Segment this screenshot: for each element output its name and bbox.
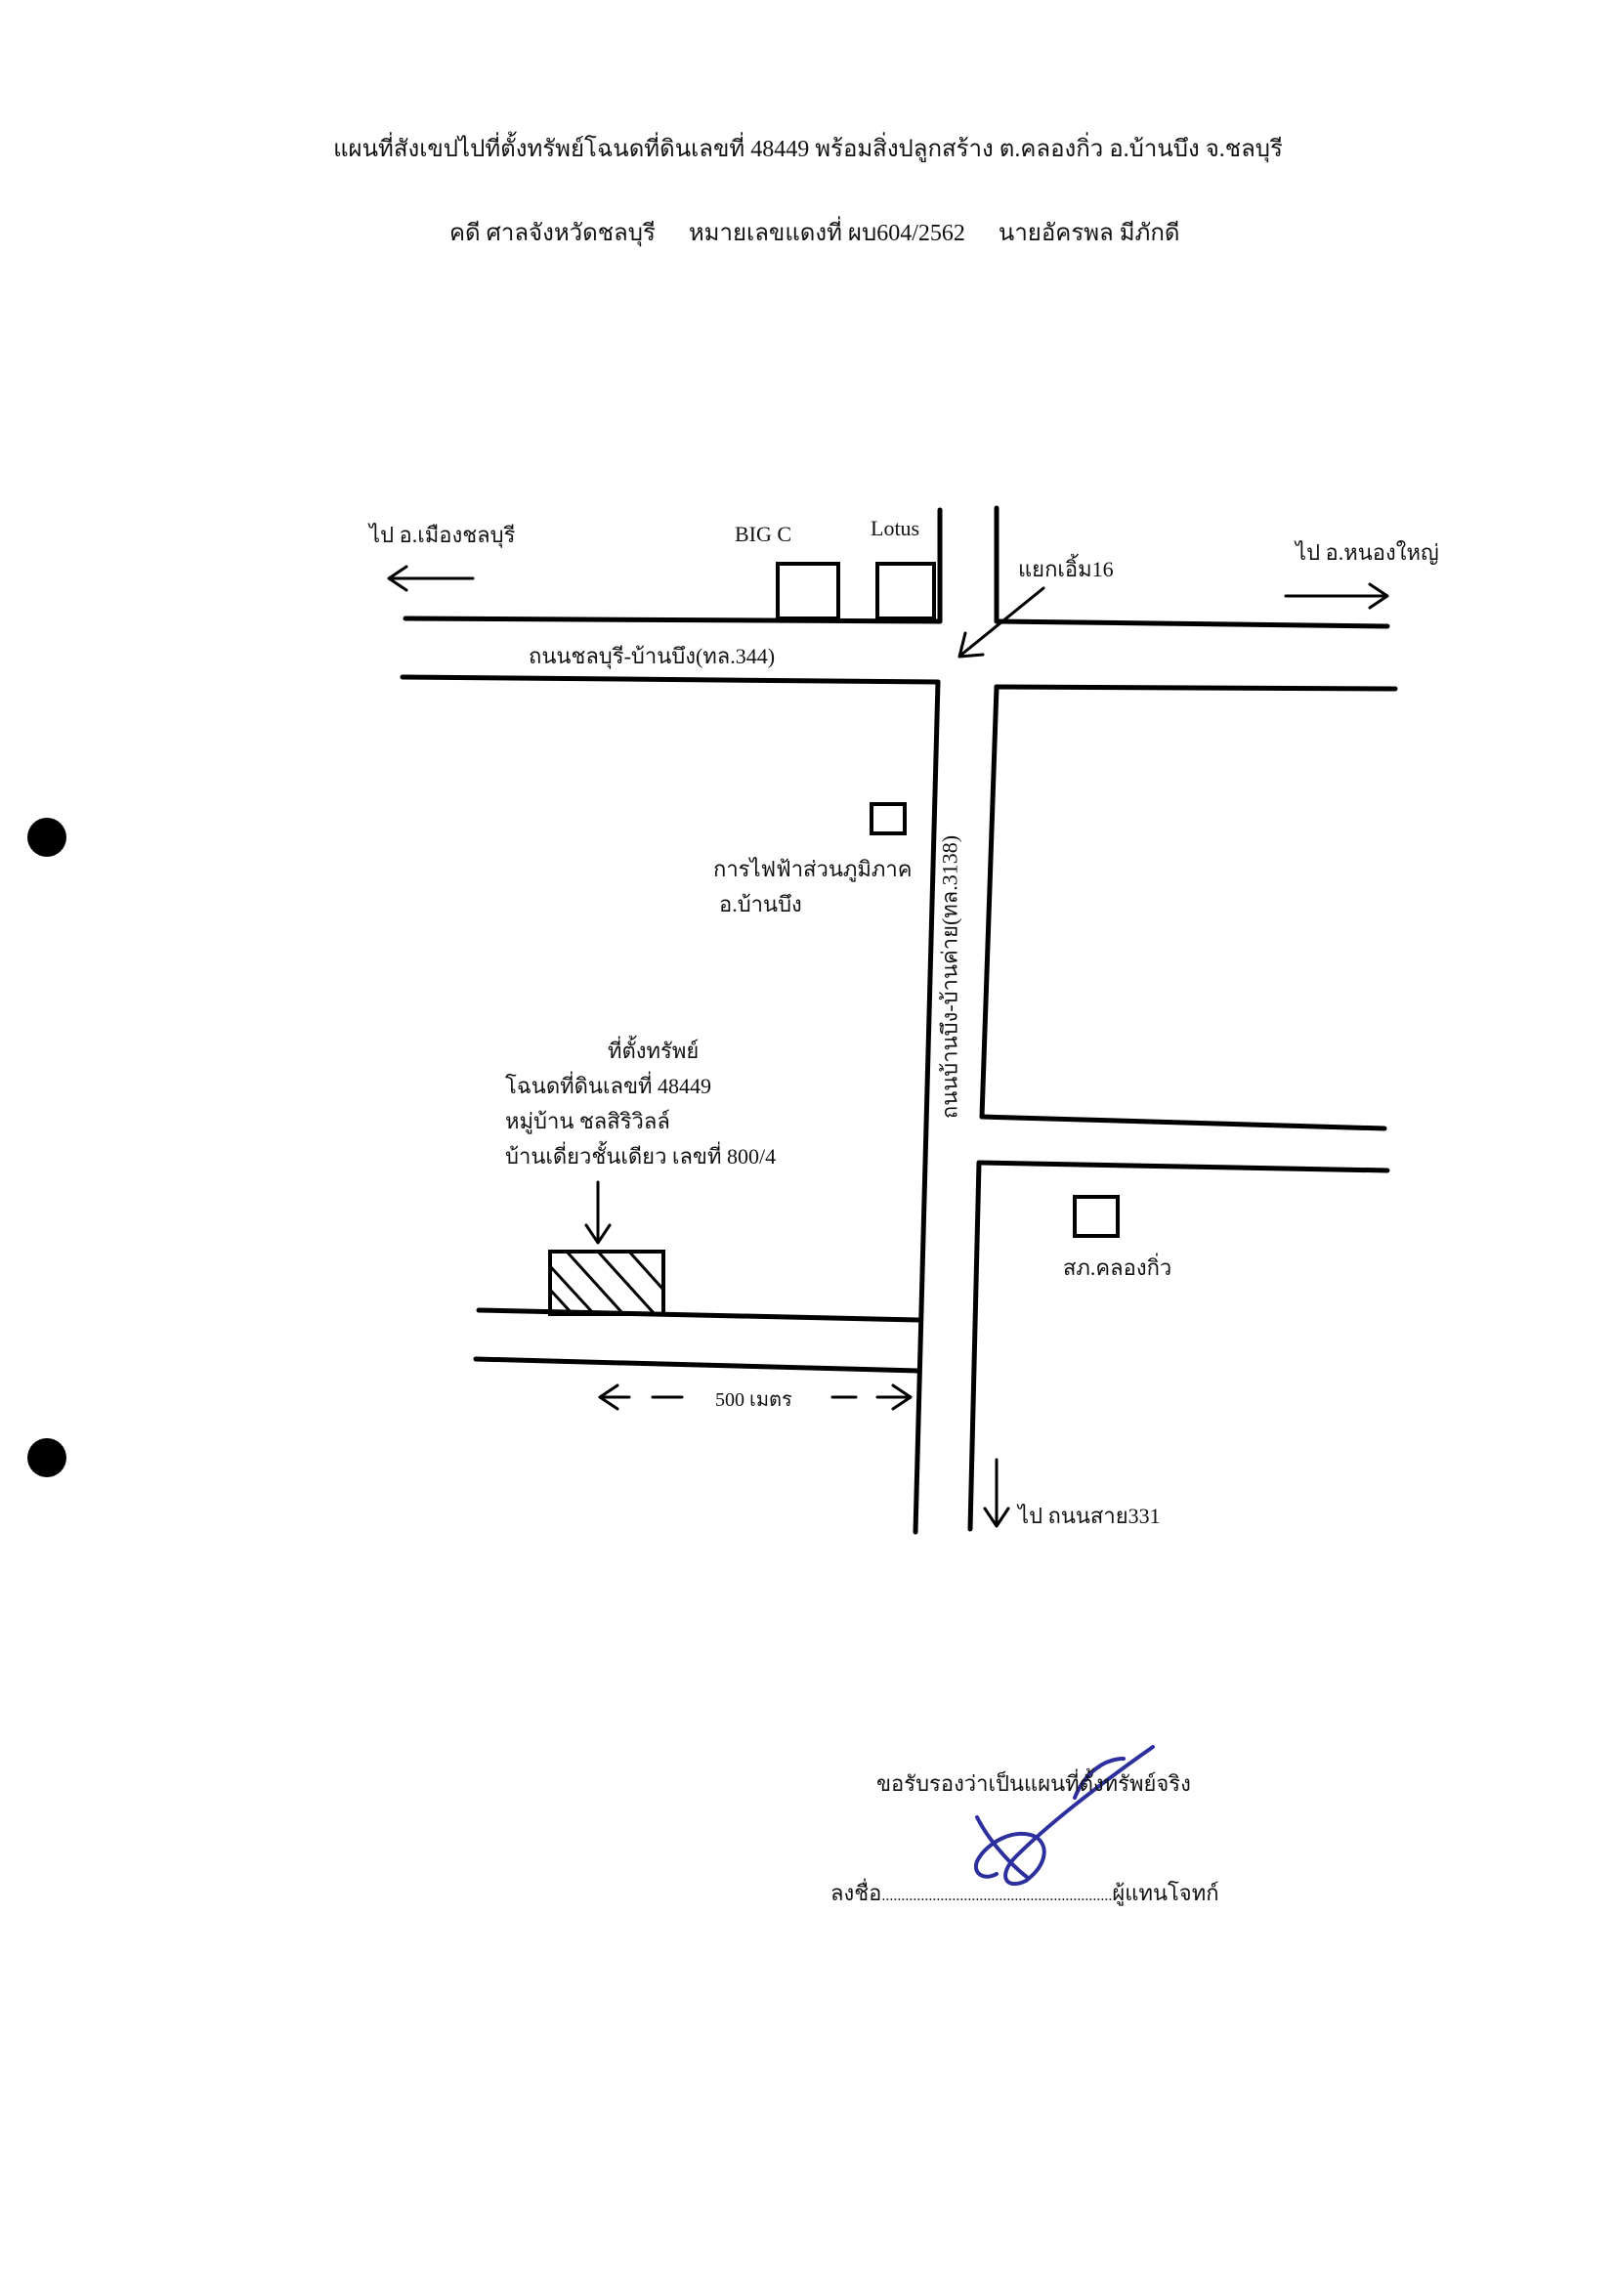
side-road-east-south [976, 1160, 1390, 1173]
signature-line: ลงชื่อ..................................… [830, 1876, 1219, 1910]
case-info: คดี ศาลจังหวัดชลบุรี หมายเลขแดงที่ ผบ604… [449, 213, 1208, 251]
court-name: คดี ศาลจังหวัดชลบุรี [449, 221, 656, 246]
label-property-line3: หมู่บ้าน ชลสิริวิลล์ [505, 1109, 670, 1133]
soi-west-north [476, 1307, 921, 1323]
property-hatch [548, 1250, 665, 1316]
label-distance: 500 เมตร [715, 1389, 792, 1411]
map-title: แผนที่สังเขปไปที่ตั้งทรัพย์โฉนดที่ดินเลข… [333, 137, 1283, 162]
pea-building [870, 802, 907, 835]
arrow-junction [957, 586, 1045, 659]
label-junction: แยกเอิ้ม16 [1018, 557, 1114, 581]
arrow-property [584, 1180, 612, 1245]
road-344-south-edge-east [994, 684, 1398, 692]
arrow-to-chonburi [387, 565, 475, 592]
label-road-3138: ถนนบ้านบึง-บ้านค่าย(ทล.3138) [937, 834, 962, 1120]
label-big-c: BIG C [735, 522, 792, 546]
road-3138-west-edge [913, 679, 941, 1535]
road-3138-east-edge-upper [979, 684, 999, 1120]
label-property-line1: ที่ตั้งทรัพย์ [608, 1039, 700, 1063]
label-road-344: ถนนชลบุรี-บ้านบึง(ทล.344) [529, 644, 776, 668]
label-lotus: Lotus [871, 516, 920, 540]
certification-statement: ขอรับรองว่าเป็นแผนที่ตั้งทรัพย์จริง [876, 1771, 1191, 1796]
soi-west-south [473, 1356, 921, 1374]
punch-hole-bottom [27, 1438, 66, 1477]
police-station-building [1073, 1195, 1120, 1238]
label-pea-line1: การไฟฟ้าส่วนภูมิภาค [713, 857, 913, 881]
label-to-chonburi: ไป อ.เมืองชลบุรี [369, 523, 516, 547]
label-pea-line2: อ.บ้านบึง [719, 892, 802, 916]
arrow-to-road331 [983, 1458, 1010, 1528]
label-property-line2: โฉนดที่ดินเลขที่ 48449 [505, 1074, 711, 1098]
lotus-building [875, 562, 936, 620]
road-3138-east-edge-lower [967, 1160, 982, 1532]
label-property-line4: บ้านเดี่ยวชั้นเดียว เลขที่ 800/4 [505, 1144, 777, 1169]
sign-suffix: ผู้แทนโจทก์ [1112, 1881, 1219, 1905]
property-marker [548, 1250, 665, 1316]
road-344-north-edge-east [994, 618, 1390, 629]
punch-hole-top [27, 818, 66, 857]
person-name: นายอัครพล มีภักดี [998, 221, 1180, 246]
sign-dots: ........................................… [881, 1888, 1113, 1904]
road-344-north-edge-west [403, 616, 943, 624]
label-to-road331: ไป ถนนสาย331 [1018, 1504, 1161, 1528]
sign-prefix: ลงชื่อ [830, 1881, 882, 1905]
road-344-south-edge-west [400, 674, 941, 685]
distance-dimension [598, 1383, 913, 1411]
red-case-number: หมายเลขแดงที่ ผบ604/2562 [688, 221, 965, 246]
label-to-nongyai: ไป อ.หนองใหญ่ [1296, 540, 1439, 565]
side-road-east-north [979, 1114, 1387, 1131]
signature-mark [973, 1745, 1155, 1887]
big-c-building [776, 562, 840, 620]
arrow-to-nongyai [1284, 582, 1389, 610]
label-police-station: สภ.คลองกิ่ว [1063, 1255, 1172, 1280]
